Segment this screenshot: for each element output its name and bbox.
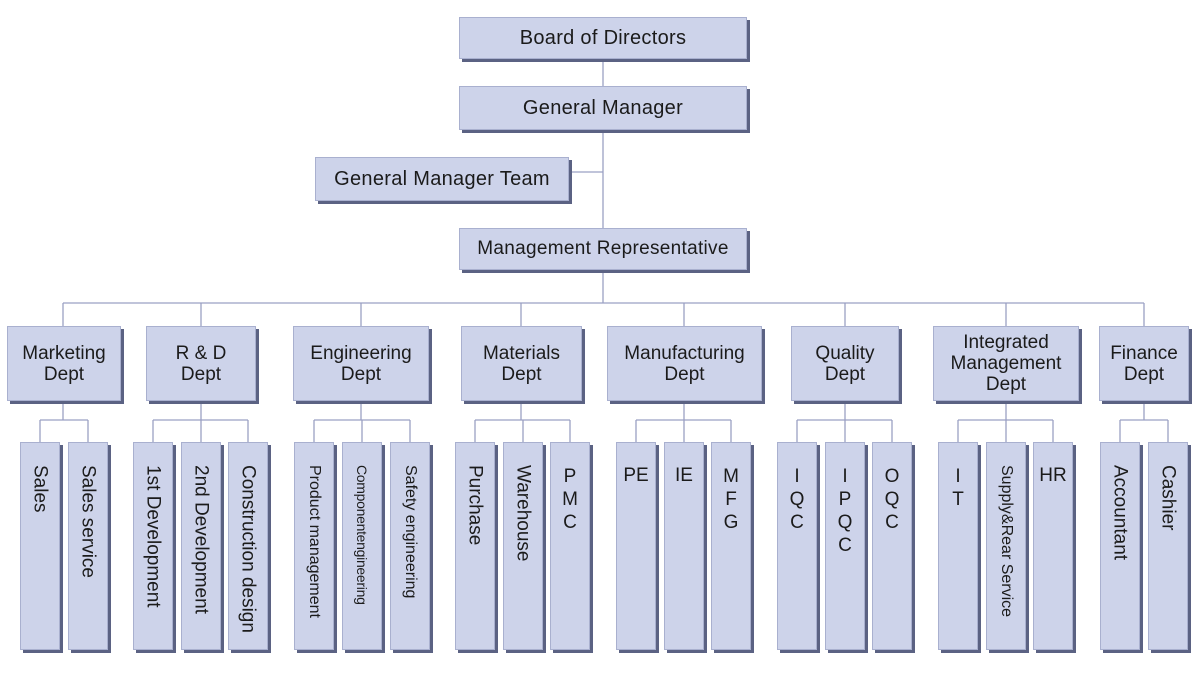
dept-marketing: Marketing Dept	[7, 326, 121, 401]
dept-finance: Finance Dept	[1099, 326, 1189, 401]
unit-accountant: Accountant	[1100, 442, 1140, 650]
unit-supply-rear-service: Supply&Rear Service	[986, 442, 1026, 650]
stacked-letter: C	[563, 512, 577, 533]
stacked-letter: G	[723, 512, 739, 533]
dept-finance-label: Finance Dept	[1110, 342, 1178, 385]
board-of-directors-box: Board of Directors	[459, 17, 747, 59]
unit-hr: HR	[1033, 442, 1073, 650]
unit-product-management: Product management	[294, 442, 334, 650]
dept-marketing-label: Marketing Dept	[22, 342, 106, 385]
unit-cashier: Cashier	[1148, 442, 1188, 650]
unit-2nd-development: 2nd Development	[181, 442, 221, 650]
stacked-letter: Q	[884, 489, 900, 510]
dept-materials: Materials Dept	[461, 326, 582, 401]
general-manager-box: General Manager	[459, 86, 747, 130]
dept-materials-label: Materials Dept	[482, 342, 561, 385]
unit-cashier-label: Cashier	[1157, 465, 1179, 531]
unit-supply-rear-service-label: Supply&Rear Service	[998, 465, 1015, 618]
dept-manufacturing-label: Manufacturing Dept	[624, 342, 745, 385]
unit-pe: PE	[616, 442, 656, 650]
management-representative-box: Management Representative	[459, 228, 747, 270]
stacked-letter: M	[723, 466, 739, 487]
unit-component-engineering-label: Componentengineering	[354, 465, 370, 605]
unit-sales-label: Sales	[29, 465, 51, 513]
stacked-letter: Q	[789, 489, 805, 510]
board-of-directors-label: Board of Directors	[519, 26, 687, 49]
stacked-letter: F	[725, 489, 737, 510]
general-manager-team-label: General Manager Team	[334, 167, 550, 190]
stacked-letter: Q	[837, 512, 853, 533]
dept-integrated-management-label: Integrated Management Dept	[950, 332, 1062, 395]
stacked-letter: P	[838, 489, 852, 510]
unit-safety-engineering: Safety engineering	[390, 442, 430, 650]
unit-component-engineering: Componentengineering	[342, 442, 382, 650]
unit-ie-label: IE	[675, 465, 693, 486]
unit-purchase-label: Purchase	[464, 465, 486, 546]
management-representative-label: Management Representative	[477, 238, 729, 259]
unit-2nd-development-label: 2nd Development	[190, 465, 212, 614]
dept-integrated-management: Integrated Management Dept	[933, 326, 1079, 401]
unit-1st-development: 1st Development	[133, 442, 173, 650]
stacked-letter: I	[794, 466, 800, 487]
unit-purchase: Purchase	[455, 442, 495, 650]
dept-engineering: Engineering Dept	[293, 326, 429, 401]
stacked-letter: C	[885, 512, 899, 533]
unit-warehouse-label: Warehouse	[512, 465, 534, 562]
stacked-letter: T	[952, 489, 964, 510]
dept-r-and-d: R & D Dept	[146, 326, 256, 401]
dept-engineering-label: Engineering Dept	[310, 342, 412, 385]
unit-construction-design: Construction design	[228, 442, 268, 650]
dept-quality-label: Quality Dept	[815, 342, 875, 385]
unit-1st-development-label: 1st Development	[142, 465, 164, 608]
stacked-letter: O	[884, 466, 900, 487]
unit-hr-label: HR	[1039, 465, 1067, 486]
unit-product-management-label: Product management	[306, 465, 323, 618]
general-manager-label: General Manager	[522, 96, 684, 119]
stacked-letter: M	[562, 489, 578, 510]
unit-safety-engineering-label: Safety engineering	[402, 465, 419, 599]
stacked-letter: P	[563, 466, 577, 487]
dept-r-and-d-label: R & D Dept	[175, 342, 227, 385]
unit-accountant-label: Accountant	[1109, 465, 1131, 561]
unit-ie: IE	[664, 442, 704, 650]
stacked-letter: C	[838, 535, 852, 556]
stacked-letter: I	[842, 466, 848, 487]
dept-manufacturing: Manufacturing Dept	[607, 326, 762, 401]
unit-warehouse: Warehouse	[503, 442, 543, 650]
unit-construction-design-label: Construction design	[237, 465, 259, 633]
unit-sales-service-label: Sales service	[77, 465, 99, 578]
stacked-letter: C	[790, 512, 804, 533]
unit-pe-label: PE	[623, 465, 649, 486]
general-manager-team-box: General Manager Team	[315, 157, 569, 201]
dept-quality: Quality Dept	[791, 326, 899, 401]
unit-sales-service: Sales service	[68, 442, 108, 650]
stacked-letter: I	[955, 466, 961, 487]
unit-sales: Sales	[20, 442, 60, 650]
